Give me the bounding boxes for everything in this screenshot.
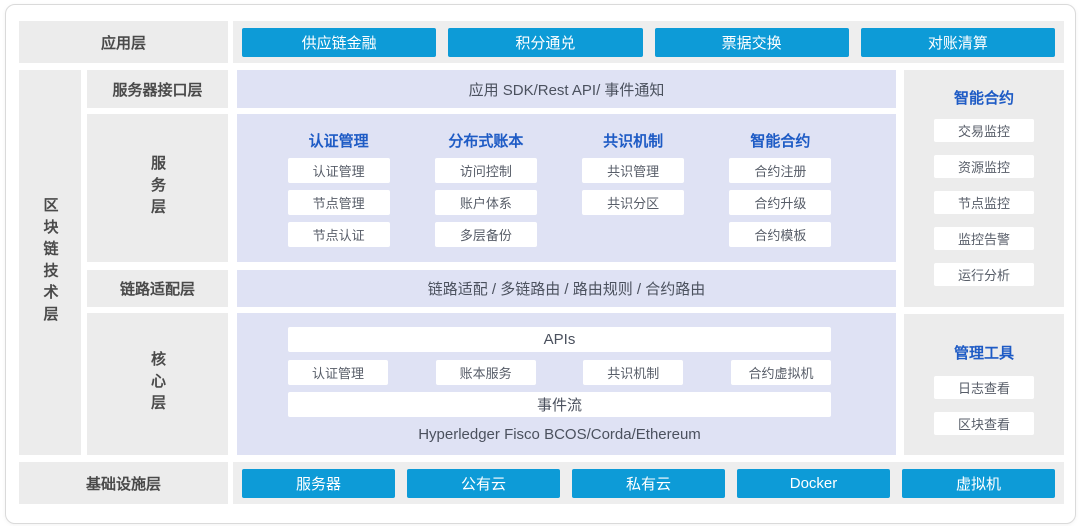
service-item: 认证管理 [287, 158, 390, 183]
service-group-consensus: 共识机制 共识管理 共识分区 [560, 130, 707, 254]
service-layer-box: 认证管理 认证管理 节点管理 节点认证 分布式账本 访问控制 账户体系 多层备份… [237, 114, 896, 262]
application-layer-strip: 供应链金融 积分通兑 票据交换 对账清算 [233, 21, 1064, 63]
service-item: 共识管理 [582, 158, 685, 183]
service-item: 节点管理 [287, 190, 390, 215]
platforms-text: Hyperledger Fisco BCOS/Corda/Ethereum [418, 426, 701, 443]
infrastructure-layer-strip: 服务器 公有云 私有云 Docker 虚拟机 [233, 462, 1064, 504]
core-layer-label-text: 核心层 [149, 351, 166, 417]
service-group-smart-contract: 智能合约 合约注册 合约升级 合约模板 [707, 130, 854, 254]
service-item: 共识分区 [582, 190, 685, 215]
smart-contract-panel-title: 智能合约 [953, 90, 1014, 107]
service-group-consensus-title: 共识机制 [603, 133, 664, 150]
app-button-bill-exchange[interactable]: 票据交换 [654, 27, 849, 57]
sdk-api-bar: 应用 SDK/Rest API/ 事件通知 [237, 70, 896, 108]
link-adapter-layer-label-text: 链路适配层 [119, 281, 195, 298]
application-layer-label: 应用层 [19, 21, 228, 63]
server-interface-layer-label: 服务器接口层 [87, 70, 228, 108]
service-item: 账户体系 [434, 190, 537, 215]
tool-item: 区块查看 [934, 412, 1034, 435]
core-module: 账本服务 [435, 360, 536, 385]
core-modules-row: 认证管理 账本服务 共识机制 合约虚拟机 [288, 360, 831, 385]
core-layer-label: 核心层 [87, 313, 228, 455]
core-module: 共识机制 [583, 360, 684, 385]
server-interface-layer-label-text: 服务器接口层 [112, 81, 203, 99]
management-tools-panel-title: 管理工具 [953, 345, 1014, 362]
management-tools-panel: 管理工具 日志查看 区块查看 [904, 314, 1064, 455]
infrastructure-layer-label: 基础设施层 [19, 462, 228, 504]
apis-bar: APIs [288, 327, 831, 352]
core-layer-box: APIs 认证管理 账本服务 共识机制 合约虚拟机 事件流 Hyperledge… [237, 313, 896, 455]
blockchain-tech-layer-label: 区块链技术层 [41, 197, 59, 328]
infra-button-docker[interactable]: Docker [737, 468, 890, 498]
link-adapter-bar: 链路适配 / 多链路由 / 路由规则 / 合约路由 [237, 270, 896, 307]
app-button-points-exchange[interactable]: 积分通兑 [448, 27, 643, 57]
service-group-ledger: 分布式账本 访问控制 账户体系 多层备份 [412, 130, 559, 254]
monitor-item: 节点监控 [934, 191, 1034, 214]
blockchain-tech-layer-rail: 区块链技术层 [19, 70, 81, 455]
sdk-api-bar-text: 应用 SDK/Rest API/ 事件通知 [468, 81, 665, 99]
core-module: 认证管理 [288, 360, 388, 385]
infra-button-private-cloud[interactable]: 私有云 [572, 468, 725, 498]
service-group-ledger-title: 分布式账本 [448, 133, 524, 150]
service-item: 合约注册 [729, 158, 832, 183]
infrastructure-layer-label-text: 基础设施层 [85, 475, 161, 493]
service-layer-label: 服务层 [87, 114, 228, 262]
app-button-reconciliation-clearing[interactable]: 对账清算 [860, 27, 1055, 57]
infra-button-vm[interactable]: 虚拟机 [902, 468, 1055, 498]
core-module: 合约虚拟机 [730, 360, 831, 385]
infra-button-server[interactable]: 服务器 [242, 468, 395, 498]
service-item: 合约升级 [729, 190, 832, 215]
service-item: 节点认证 [287, 222, 390, 247]
link-adapter-bar-text: 链路适配 / 多链路由 / 路由规则 / 合约路由 [427, 281, 706, 298]
app-button-supply-chain-finance[interactable]: 供应链金融 [242, 27, 437, 57]
infra-button-public-cloud[interactable]: 公有云 [407, 468, 560, 498]
link-adapter-layer-label: 链路适配层 [87, 270, 228, 307]
monitor-item: 交易监控 [934, 119, 1034, 142]
monitor-item: 运行分析 [934, 263, 1034, 286]
event-stream-bar: 事件流 [288, 392, 831, 417]
monitor-item: 监控告警 [934, 227, 1034, 250]
smart-contract-panel: 智能合约 交易监控 资源监控 节点监控 监控告警 运行分析 [904, 70, 1064, 307]
service-item: 合约模板 [729, 222, 832, 247]
service-layer-label-text: 服务层 [149, 155, 166, 221]
service-item: 访问控制 [434, 158, 537, 183]
service-group-smart-contract-title: 智能合约 [750, 133, 811, 150]
service-item: 多层备份 [434, 222, 537, 247]
service-group-auth-title: 认证管理 [308, 133, 369, 150]
tool-item: 日志查看 [934, 376, 1034, 399]
monitor-item: 资源监控 [934, 155, 1034, 178]
service-group-auth: 认证管理 认证管理 节点管理 节点认证 [265, 130, 412, 254]
application-layer-label-text: 应用层 [100, 34, 146, 52]
